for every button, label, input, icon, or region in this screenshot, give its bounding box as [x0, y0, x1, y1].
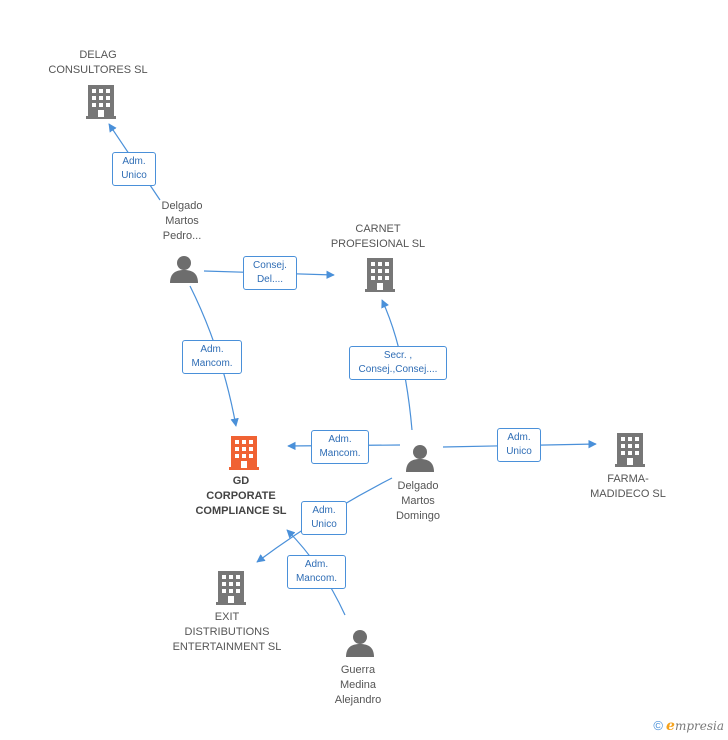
- building-icon[interactable]: [365, 258, 395, 292]
- role-box-pedro-carnet[interactable]: Consej. Del....: [243, 256, 297, 290]
- role-box-domingo-farma[interactable]: Adm. Unico: [497, 428, 541, 462]
- brand-name: mpresia: [674, 719, 724, 733]
- building-icon[interactable]: [229, 436, 259, 470]
- building-icon[interactable]: [86, 85, 116, 119]
- role-box-domingo-gd[interactable]: Adm. Mancom.: [311, 430, 369, 464]
- person-icon[interactable]: [406, 445, 434, 472]
- brand-logo-letter: e: [666, 718, 675, 734]
- person-label-domingo[interactable]: Delgado Martos Domingo: [395, 480, 441, 522]
- building-icon[interactable]: [216, 571, 246, 605]
- person-icon[interactable]: [346, 630, 374, 657]
- company-label-delag[interactable]: DELAG CONSULTORES SL: [48, 49, 148, 76]
- company-label-exit[interactable]: EXIT DISTRIBUTIONS ENTERTAINMENT SL: [172, 611, 282, 653]
- company-label-carnet[interactable]: CARNET PROFESIONAL SL: [330, 223, 426, 250]
- copyright-symbol: ©: [653, 718, 664, 733]
- company-label-farma[interactable]: FARMA- MADIDECO SL: [590, 473, 666, 500]
- company-label-gd[interactable]: GD CORPORATE COMPLIANCE SL: [195, 475, 287, 517]
- role-box-domingo-carnet[interactable]: Secr. , Consej.,Consej....: [349, 346, 447, 380]
- person-icon[interactable]: [170, 256, 198, 283]
- person-label-pedro[interactable]: Delgado Martos Pedro...: [161, 200, 203, 242]
- role-box-guerra-gd[interactable]: Adm. Mancom.: [287, 555, 346, 589]
- role-box-pedro-gd[interactable]: Adm. Mancom.: [182, 340, 242, 374]
- empresia-brand[interactable]: ©empresia: [653, 718, 724, 734]
- building-icon[interactable]: [615, 433, 645, 467]
- role-box-domingo-exit[interactable]: Adm. Unico: [301, 501, 347, 535]
- person-label-guerra[interactable]: Guerra Medina Alejandro: [334, 664, 382, 706]
- role-box-pedro-delag[interactable]: Adm. Unico: [112, 152, 156, 186]
